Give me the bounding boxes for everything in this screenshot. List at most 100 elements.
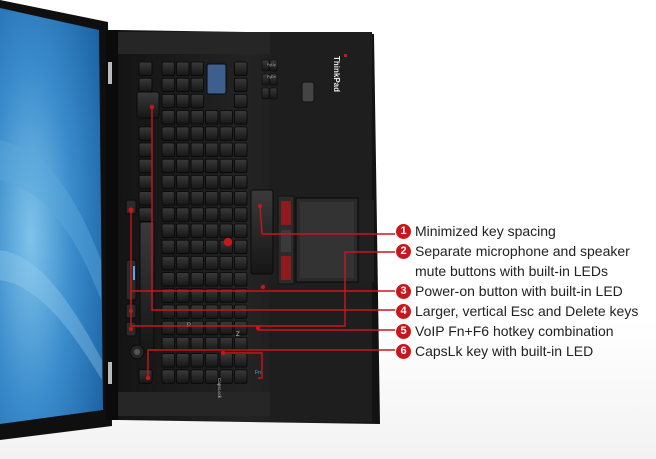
keyboard-key (219, 369, 233, 384)
keyboard-key (176, 174, 190, 190)
keyboard-key (219, 336, 233, 352)
keyboard-key (176, 126, 190, 141)
keyboard-key (219, 142, 233, 157)
blue-enter-key (206, 63, 227, 95)
keyboard-key (176, 191, 190, 206)
keyboard-key (190, 158, 204, 174)
keyboard-key (219, 110, 233, 125)
keyboard-key (234, 158, 248, 174)
keyboard-key (190, 320, 204, 336)
keyboard-key (176, 77, 190, 93)
keyboard-key (161, 174, 175, 190)
keyboard-key (190, 336, 204, 352)
keyboard-key (190, 272, 204, 287)
keyboard-key (176, 142, 190, 157)
keyboard-key (261, 87, 270, 100)
keyboard-key (190, 126, 204, 141)
keyboard-key (269, 59, 278, 72)
keyboard-key (234, 320, 248, 336)
keyboard-key (205, 304, 219, 319)
keyboard-key (176, 110, 190, 125)
callout-5: 5 VoIP Fn+F6 hotkey combination (396, 323, 654, 341)
capslock-key-legend: CapsLock (217, 378, 222, 399)
keyboard-key (205, 142, 219, 157)
keyboard-key (161, 61, 175, 76)
leader-line-1 (259, 205, 395, 235)
callout-6: 6 CapsLk key with built-in LED (396, 343, 654, 361)
keyboard-key (161, 255, 175, 271)
keyboard-key (190, 191, 204, 206)
keyboard-key (190, 77, 204, 93)
keyboard-key (161, 272, 175, 287)
hinge (106, 30, 120, 420)
keyboard-key (161, 336, 175, 352)
keyboard-key (161, 158, 175, 174)
fn-key-legend: Fn (255, 370, 261, 376)
callout-text-3: Power-on button with built-in LED (415, 283, 623, 299)
vertical-esc-key (136, 91, 160, 119)
keyboard-keys (138, 59, 278, 384)
keyboard-key (161, 110, 175, 125)
keyboard-key (219, 223, 233, 238)
keyboard-key (190, 142, 204, 157)
keyboard-key (234, 191, 248, 206)
keyboard-key (219, 207, 233, 222)
keyboard-key (219, 320, 233, 336)
space-bar (139, 221, 155, 353)
keyboard-key (219, 255, 233, 271)
keyboard-key (234, 272, 248, 287)
keyboard-key (205, 288, 219, 303)
keyboard-key (234, 110, 248, 125)
keyboard-key (161, 288, 175, 303)
keyboard-key (176, 369, 190, 384)
callout-text-1: Minimized key spacing (415, 223, 556, 239)
callout-number-4: 4 (396, 304, 411, 319)
pgup-key-legend: PgUp (267, 63, 276, 67)
keyboard-key (161, 191, 175, 206)
keyboard-key (190, 369, 204, 384)
keyboard-key (219, 126, 233, 141)
keyboard-key (161, 239, 175, 255)
keyboard-key (219, 272, 233, 287)
keyboard-key (176, 255, 190, 271)
keyboard-key (234, 336, 248, 352)
callout-text-5: VoIP Fn+F6 hotkey combination (415, 323, 614, 339)
keyboard-key (234, 142, 248, 157)
keyboard-key (176, 304, 190, 319)
leader-line-3 (130, 290, 395, 300)
keyboard-key (176, 239, 190, 255)
keyboard-key (190, 94, 204, 109)
svg-text:ThinkPad: ThinkPad (332, 56, 341, 92)
leader-line-6 (147, 349, 395, 378)
keyboard-key (161, 207, 175, 222)
keyboard-key (234, 94, 248, 109)
keyboard-key (176, 94, 190, 109)
callout-number-1: 1 (396, 224, 411, 239)
keyboard-key (161, 126, 175, 141)
callout-2: 2 Separate microphone and speaker mute b… (396, 243, 654, 281)
keyboard-key (190, 174, 204, 190)
pgdn-key-legend: PgDn (267, 75, 276, 79)
keyboard-key (205, 110, 219, 125)
trackpoint (223, 237, 233, 247)
keyboard-key (219, 158, 233, 174)
keyboard-key (234, 174, 248, 190)
callout-number-5: 5 (396, 324, 411, 339)
keyboard-key (190, 110, 204, 125)
keyboard-key (190, 223, 204, 238)
keyboard-key (234, 369, 248, 384)
keyboard-key (176, 223, 190, 238)
keyboard-key (190, 255, 204, 271)
leader-line-4 (151, 107, 395, 311)
keyboard-key (205, 353, 219, 368)
keyboard-key (161, 304, 175, 319)
keyboard-key (205, 239, 219, 255)
keyboard-key (219, 288, 233, 303)
keyboard-key (205, 272, 219, 287)
keyboard-key (205, 223, 219, 238)
keyboard-key (176, 272, 190, 287)
keyboard-key (176, 61, 190, 76)
keyboard-key (205, 207, 219, 222)
